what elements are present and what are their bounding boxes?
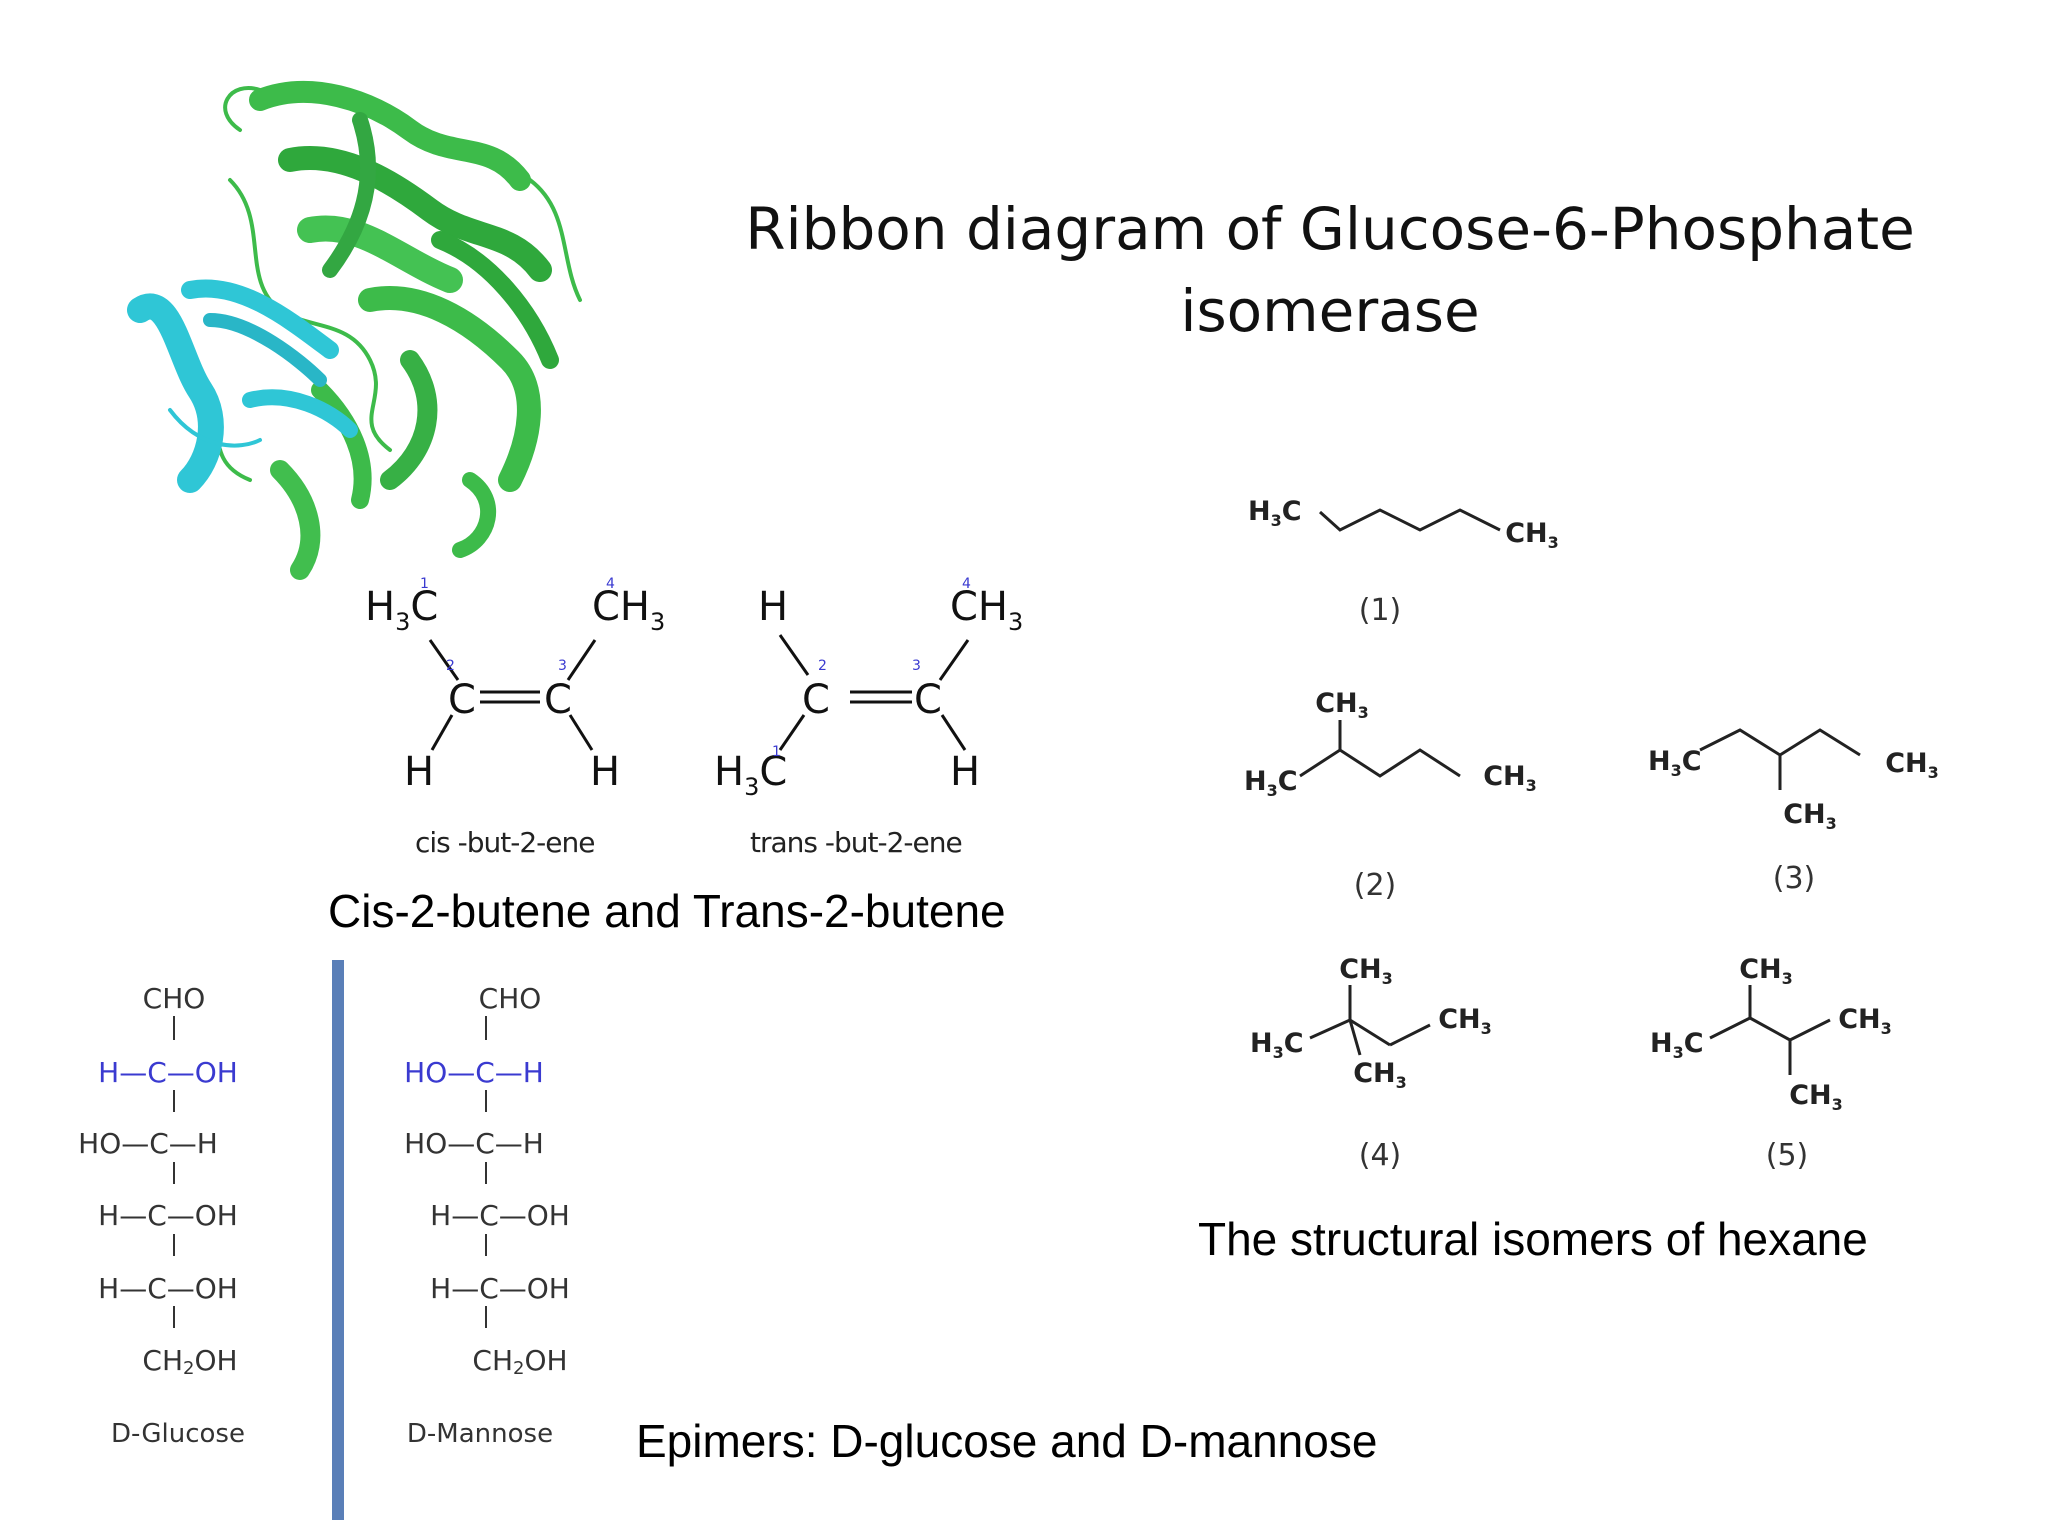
trans-num-4: 4 — [962, 576, 971, 592]
hex4-h3c: H3C — [1250, 1028, 1304, 1062]
hex1-h3c: H3C — [1248, 496, 1302, 530]
hex5-h3c: H3C — [1650, 1028, 1704, 1062]
cis-num-2: 2 — [446, 658, 455, 674]
mannose-row-3: H—C—OH — [430, 1199, 570, 1232]
hex5-number: (5) — [1766, 1138, 1809, 1173]
cis-ch3: CH3 — [592, 584, 665, 636]
cis-label: cis -but-2-ene — [415, 826, 594, 859]
hex1-number: (1) — [1359, 593, 1402, 628]
mannose-row-2: HO—C—H — [404, 1127, 544, 1160]
cis-h3c: H3C — [365, 584, 438, 636]
hex4-ch3-right: CH3 — [1438, 1004, 1492, 1038]
trans-num-2: 2 — [818, 658, 827, 674]
hex4-ch3-top: CH3 — [1339, 954, 1393, 988]
hex2-h3c: H3C — [1244, 766, 1298, 800]
glucose-row-0: CHO — [143, 982, 206, 1015]
hex2-number: (2) — [1354, 868, 1397, 903]
cis-c3: C — [544, 677, 572, 723]
hex3-ch3-right: CH3 — [1885, 748, 1939, 782]
glucose-name: D-Glucose — [111, 1419, 245, 1449]
hexane-caption: The structural isomers of hexane — [1198, 1213, 1868, 1265]
cis-h-right: H — [590, 749, 620, 795]
mannose-row-4: H—C—OH — [430, 1272, 570, 1305]
cis-num-3: 3 — [558, 658, 567, 674]
page-title: Ribbon diagram of Glucose-6-Phosphate is… — [745, 195, 1915, 345]
hex1-ch3: CH3 — [1505, 518, 1559, 552]
trans-ch3: CH3 — [950, 584, 1023, 636]
cis-num-1: 1 — [420, 576, 429, 592]
hex5-ch3-top: CH3 — [1739, 954, 1793, 988]
trans-label: trans -but-2-ene — [750, 826, 962, 859]
hex3-number: (3) — [1773, 861, 1816, 896]
trans-c2: C — [802, 677, 830, 723]
cis-trans-butene-diagram: H3C CH3 C C H H 1 2 3 4 cis -but-2-ene H… — [365, 576, 1023, 859]
glucose-row-5: CH2OH — [142, 1344, 237, 1379]
hex2-ch3-top: CH3 — [1315, 688, 1369, 722]
mannose-row-0: CHO — [479, 982, 542, 1015]
cis-c2: C — [448, 677, 476, 723]
trans-num-1: 1 — [772, 744, 781, 760]
trans-h-right: H — [950, 749, 980, 795]
glucose-row-2: HO—C—H — [78, 1127, 218, 1160]
hex4-ch3-bottom: CH3 — [1353, 1058, 1407, 1092]
hexane-isomers-diagram: H3C CH3 (1) CH3 H3C CH3 (2) H3C CH3 CH3 … — [1244, 496, 1939, 1173]
epimers-caption: Epimers: D-glucose and D-mannose — [636, 1415, 1378, 1467]
glucose-row-1: H—C—OH — [98, 1056, 238, 1089]
fischer-projections: CHO H—C—OH HO—C—H H—C—OH H—C—OH CH2OH D-… — [78, 960, 570, 1520]
cis-num-4: 4 — [606, 576, 615, 592]
hex4-number: (4) — [1359, 1138, 1402, 1173]
butene-caption: Cis-2-butene and Trans-2-butene — [328, 885, 1006, 937]
hex5-ch3-right: CH3 — [1838, 1004, 1892, 1038]
mannose-row-5: CH2OH — [472, 1344, 567, 1379]
mannose-name: D-Mannose — [407, 1419, 553, 1449]
hex3-ch3-bottom: CH3 — [1783, 799, 1837, 833]
trans-h-top: H — [758, 584, 788, 630]
mannose-row-1: HO—C—H — [404, 1056, 544, 1089]
hex3-h3c: H3C — [1648, 746, 1702, 780]
glucose-row-4: H—C—OH — [98, 1272, 238, 1305]
hex2-ch3: CH3 — [1483, 761, 1537, 795]
trans-num-3: 3 — [912, 658, 921, 674]
trans-c3: C — [914, 677, 942, 723]
cis-h-left: H — [404, 749, 434, 795]
hex5-ch3-bottom: CH3 — [1789, 1080, 1843, 1114]
sugar-divider — [332, 960, 344, 1520]
glucose-row-3: H—C—OH — [98, 1199, 238, 1232]
protein-ribbon-image — [127, 81, 582, 580]
